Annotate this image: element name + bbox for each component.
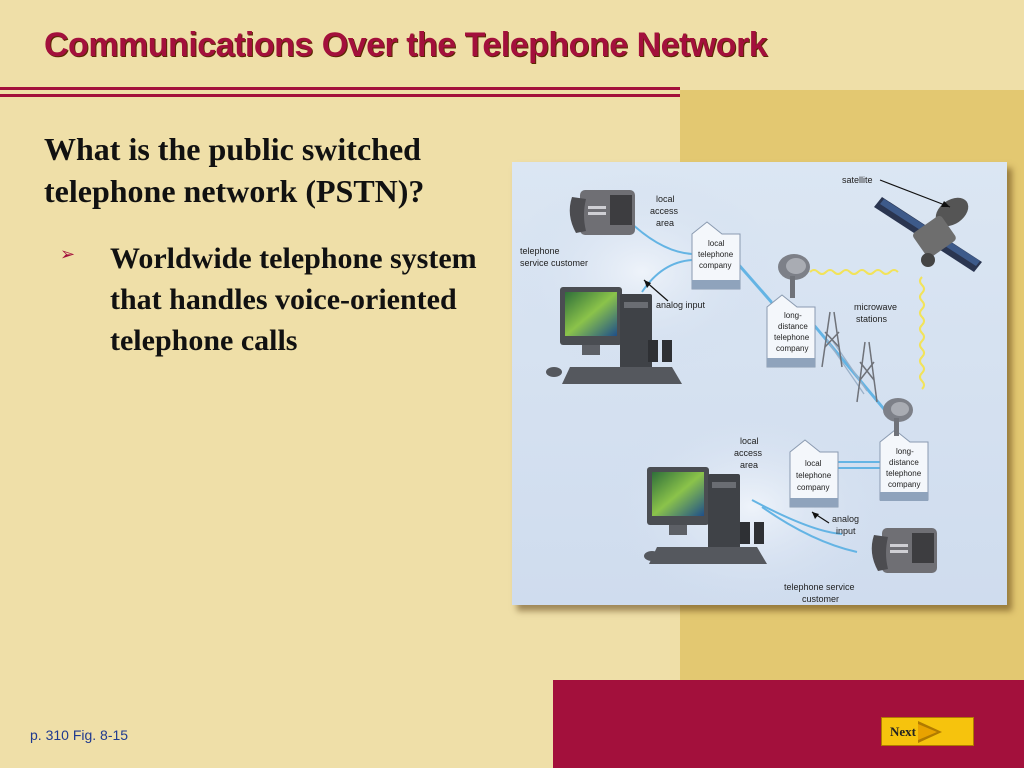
arrowheads [644, 201, 950, 519]
pstn-diagram: local access area telephone service cust… [512, 162, 1007, 605]
label-long-distance-company-upper: long- distance telephone company [774, 311, 811, 353]
label-telephone-service-customer-lower: telephone service customer [784, 582, 857, 604]
label-local-telephone-company-upper: local telephone company [698, 239, 735, 270]
satellite-dish-icon-lower [883, 398, 913, 436]
label-satellite: satellite [842, 175, 873, 185]
tower-links [826, 336, 868, 395]
local-telephone-company-building-upper [691, 221, 741, 290]
bullet-text: Worldwide telephone system that handles … [110, 242, 477, 357]
label-long-distance-company-lower: long- distance telephone company [886, 447, 923, 489]
label-telephone-service-customer-upper: telephone service customer [520, 246, 588, 268]
microwave-tower-icon-left [821, 311, 843, 368]
telephone-icon-lower [871, 528, 937, 573]
label-analog-input-lower: analog input [832, 514, 862, 536]
label-local-access-area-upper: local access area [650, 194, 681, 228]
title-rule-lower [0, 94, 680, 97]
next-button[interactable]: Next [881, 717, 974, 746]
label-local-access-area-lower: local access area [734, 436, 765, 470]
slide-title: Communications Over the Telephone Networ… [44, 26, 768, 64]
next-button-label: Next [890, 724, 916, 739]
telephone-icon-upper [569, 190, 635, 235]
microwave-beams [809, 269, 925, 390]
microwave-tower-icon-right [856, 341, 878, 403]
label-microwave-stations: microwave stations [854, 302, 900, 324]
label-local-telephone-company-lower: local telephone company [796, 459, 833, 492]
computer-icon-upper [546, 287, 682, 384]
connection-lines [629, 221, 891, 553]
title-rule [0, 87, 680, 90]
label-analog-input-upper: analog input [656, 300, 706, 310]
question-text: What is the public switched telephone ne… [44, 131, 425, 209]
local-telephone-company-building-lower [789, 439, 839, 508]
arrow-right-icon [918, 721, 942, 743]
arrow-bullet-icon: ➢ [60, 244, 76, 264]
long-distance-telephone-company-building-upper [766, 294, 816, 368]
figure-reference: p. 310 Fig. 8-15 [30, 727, 129, 743]
computer-icon-lower [644, 467, 767, 564]
satellite-dish-icon-upper [778, 254, 810, 298]
bullet-item: ➢ Worldwide telephone system that handle… [60, 238, 480, 361]
